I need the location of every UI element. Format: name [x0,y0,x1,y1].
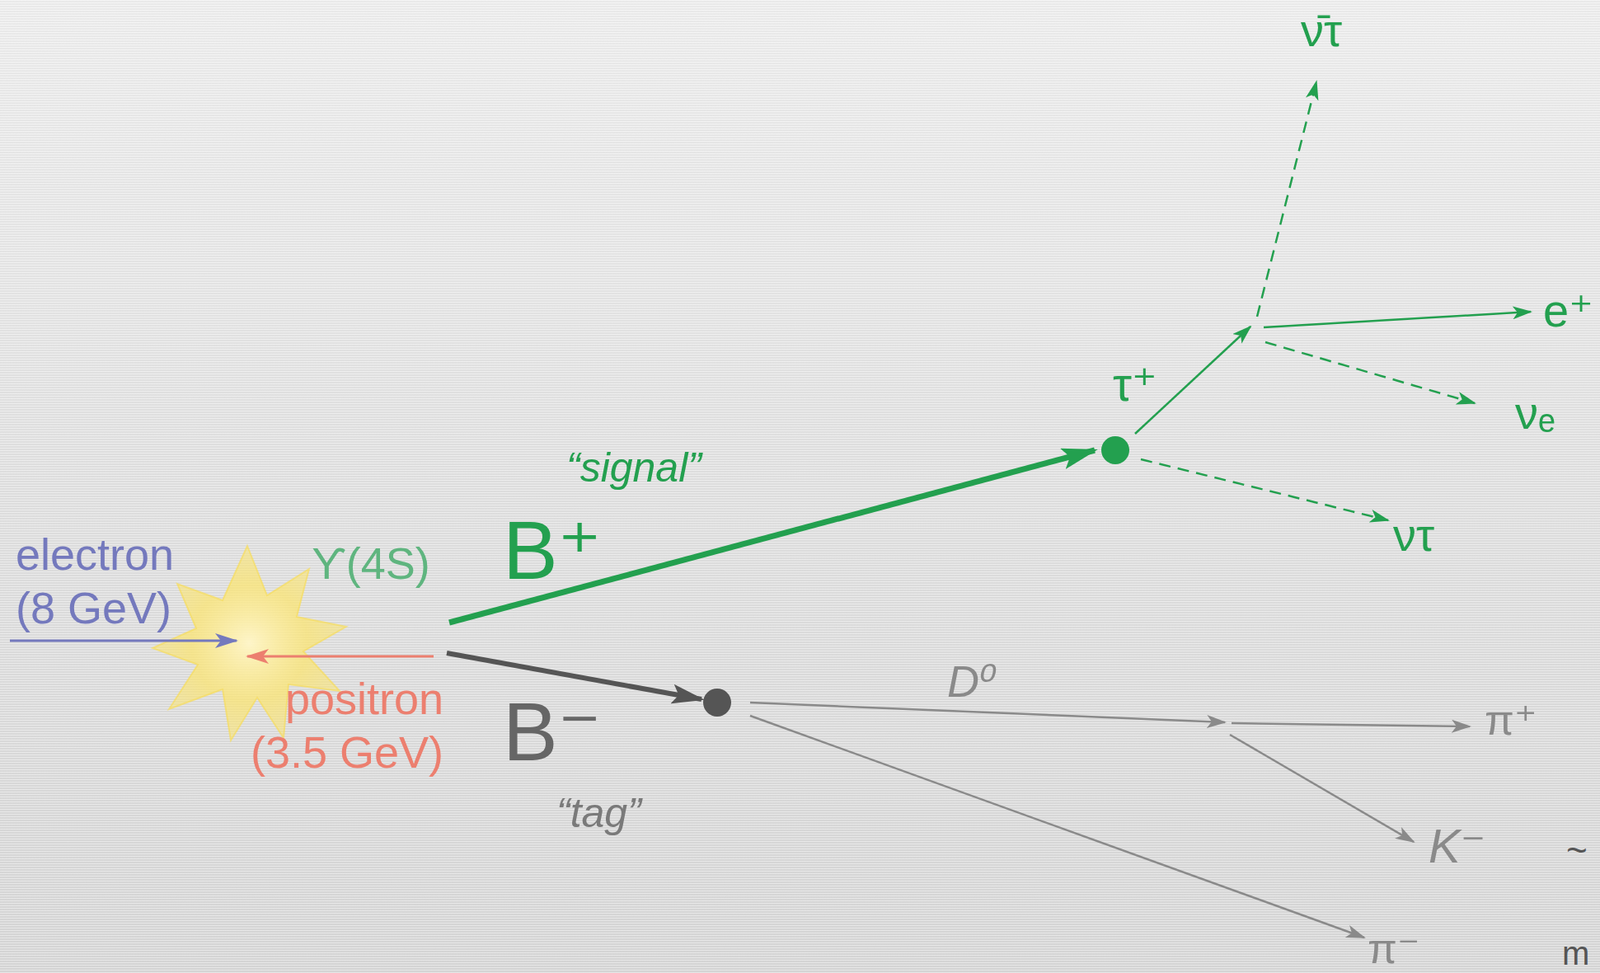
decay-vertex [703,688,732,717]
signal-b-track [449,450,1095,623]
beam-label: electron (8 GeV) [15,527,214,635]
pion-track [750,715,1365,938]
side-label: “signal” [566,446,702,488]
particle-label: τ⁺ [1112,360,1158,409]
particle-label: D⁰ [947,658,998,704]
particle-label: π⁺ [1484,698,1537,742]
positron-track [1263,311,1531,328]
positron-beam [247,655,434,658]
particle-label: νₑ [1515,389,1556,437]
neutrino-track [1265,342,1475,404]
meson-label: B⁻ [502,689,601,773]
pion-track [1231,722,1470,727]
meson-label: B⁺ [502,508,601,592]
scale-fragment: ~ [1566,831,1588,869]
d-meson-track [750,702,1225,723]
particle-label: K⁻ [1428,821,1486,870]
beam-label: positron (3.5 GeV) [227,671,444,779]
side-label: “tag” [556,792,642,834]
resonance-label: ϒ(4S) [311,540,431,586]
electron-beam [9,639,237,643]
particle-label: ν̄τ [1300,7,1342,54]
particle-label: ντ [1393,511,1435,559]
antineutrino-track [1257,81,1317,317]
kaon-track [1229,734,1414,842]
scale-fragment: m [1562,936,1590,970]
neutrino-track [1140,459,1389,521]
decay-vertex [1101,436,1130,465]
particle-label: e⁺ [1543,287,1594,334]
particle-label: π⁻ [1367,926,1420,970]
